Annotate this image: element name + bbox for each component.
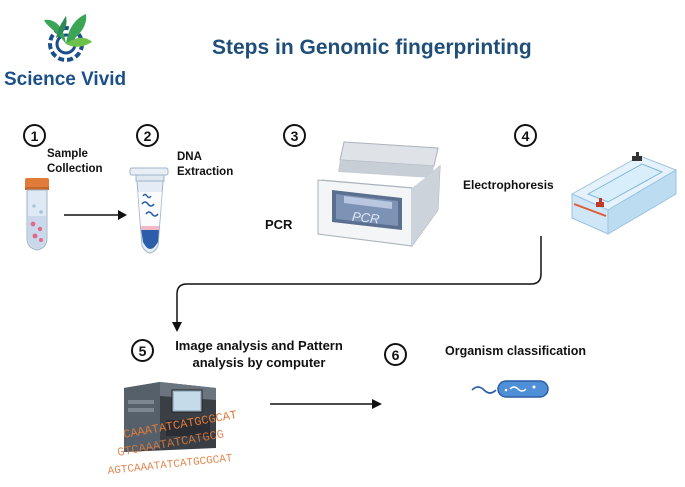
step-3-label: PCR [265,217,293,232]
step-2-label-line1: DNA [177,151,202,163]
sample-tube-icon [22,176,52,257]
arrow-1-to-2 [64,208,128,226]
electrophoresis-icon [570,152,678,241]
brand-name: Science Vivid [4,69,127,90]
page-title: Steps in Genomic fingerprinting [212,36,532,59]
step-1-label-line1: Sample [47,148,88,160]
step-1-label: Sample Collection [47,147,103,177]
pcr-machine-icon: PCR [314,136,442,259]
step-1-label-line2: Collection [47,163,103,175]
step-5-label: Image analysis and Pattern analysis by c… [161,337,357,371]
sequencer-icon [120,378,220,461]
step-2-number: 2 [136,124,159,147]
step-2-label-line2: Extraction [177,166,234,178]
step-3-number: 3 [283,124,306,147]
logo [36,8,96,68]
arrow-5-to-6 [270,397,384,415]
arrow-4-to-5 [170,234,550,339]
step-2-label: DNA Extraction [177,150,233,180]
eppendorf-tube-icon [128,166,172,267]
step-4-label: Electrophoresis [463,178,554,192]
step-6-number: 6 [384,343,407,366]
step-4-number: 4 [514,124,537,147]
step-5-label-line2: analysis by computer [192,355,326,370]
dna-sequence-text: CAAATATCATGCGCAT GTCAAATATCATGCG AGTCAAA… [98,408,258,487]
step-5-number: 5 [131,339,154,362]
step-6-label: Organism classification [445,344,587,358]
logo-icon [44,14,92,62]
pcr-device-text: PCR [351,209,380,227]
step-1-number: 1 [23,124,46,147]
step-5-label-line1: Image analysis and Pattern [175,338,343,353]
bacterium-icon [470,378,550,405]
